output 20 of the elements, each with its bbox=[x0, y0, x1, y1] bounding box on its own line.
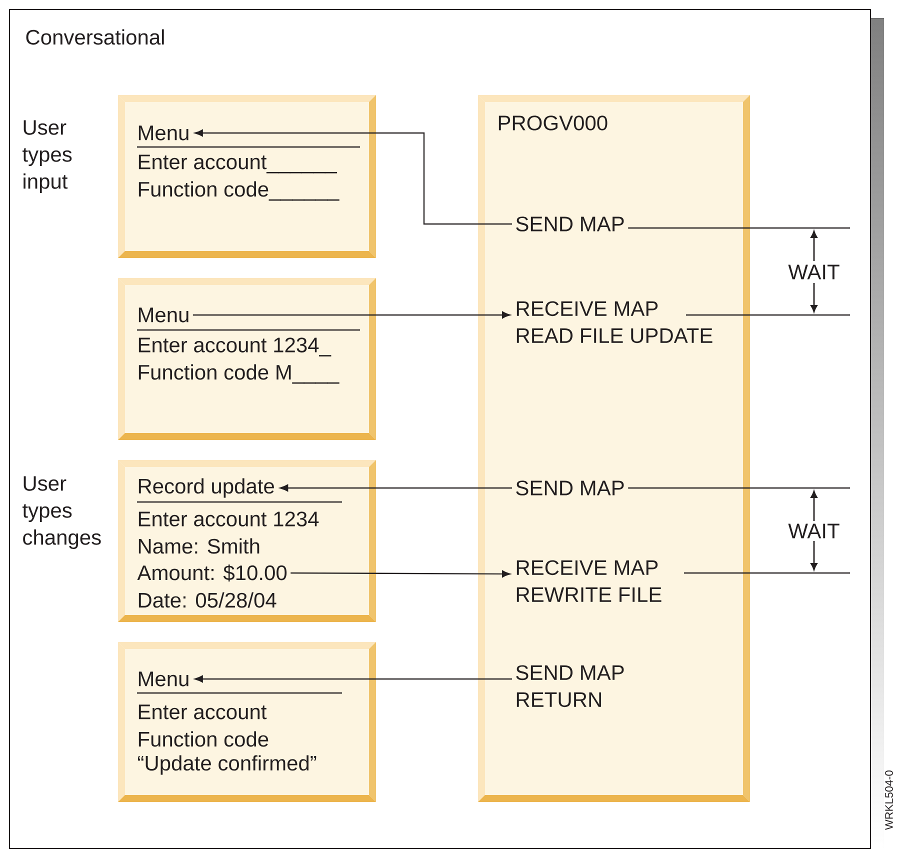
wait-label: WAIT bbox=[788, 264, 840, 280]
arrow bbox=[280, 484, 512, 492]
side-label: User types changes bbox=[22, 476, 101, 549]
arrow bbox=[192, 311, 510, 319]
figure-id: WRKL504-0 bbox=[885, 770, 893, 830]
screen-text: Record update bbox=[138, 478, 274, 498]
screen-text: Amount: $10.00 bbox=[137, 564, 287, 582]
wait-label: WAIT bbox=[788, 524, 840, 538]
command-text: SEND MAP bbox=[516, 480, 624, 496]
command-text: SEND MAP RETURN bbox=[516, 665, 624, 708]
screen-text: Menu bbox=[138, 308, 188, 322]
arrow bbox=[194, 129, 512, 225]
screen-text: Menu bbox=[138, 126, 188, 140]
command-text: RECEIVE MAP REWRITE FILE bbox=[516, 560, 662, 602]
side-label: User types input bbox=[22, 120, 72, 193]
arrow bbox=[194, 675, 512, 683]
command-text: RECEIVE MAP READ FILE UPDATE bbox=[516, 301, 712, 344]
screen-text: Menu bbox=[138, 672, 188, 686]
command-text: SEND MAP bbox=[516, 216, 624, 232]
arrow bbox=[290, 570, 510, 578]
